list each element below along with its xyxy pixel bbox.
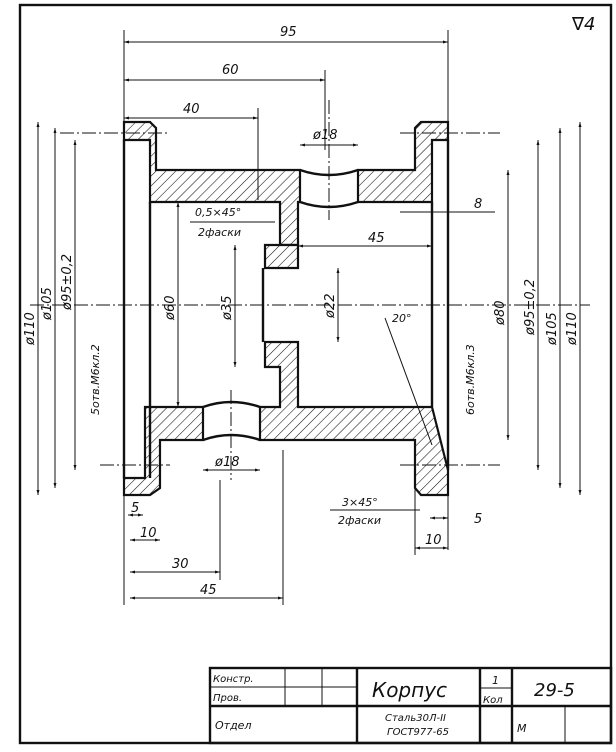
note-holes-left: 5отв.М6кл.2 bbox=[89, 344, 102, 415]
dim-left-d95: ø95±0,2 bbox=[60, 254, 75, 311]
material-line2: ГОСТ977-65 bbox=[387, 727, 449, 738]
dim-right-d95: ø95±0,2 bbox=[523, 279, 538, 336]
dim-angle: 20° bbox=[392, 312, 412, 325]
part-name: Корпус bbox=[372, 678, 447, 702]
material-line1: Сталь30Л-II bbox=[385, 713, 446, 724]
checker-label: Пров. bbox=[213, 693, 242, 704]
dim-8: 8 bbox=[474, 197, 482, 212]
dim-d35: ø35 bbox=[220, 296, 235, 322]
dim-right-d105: ø105 bbox=[545, 312, 560, 346]
note-chamfer-large-count: 2фаски bbox=[338, 514, 381, 527]
department-label: Отдел bbox=[215, 719, 251, 732]
dim-right-5: 5 bbox=[474, 512, 482, 527]
dim-45-inner: 45 bbox=[368, 231, 385, 246]
drawing-number: 29-5 bbox=[534, 680, 575, 701]
center-lines bbox=[30, 100, 590, 480]
scale-label: М bbox=[517, 722, 527, 735]
surface-finish-mark: ∇4 bbox=[571, 14, 596, 35]
dim-right-d110: ø110 bbox=[565, 312, 580, 346]
note-chamfer-small-count: 2фаски bbox=[198, 226, 241, 239]
dim-right-10: 10 bbox=[425, 533, 442, 548]
dim-left-10: 10 bbox=[140, 526, 157, 541]
drawing-frame bbox=[18, 3, 613, 745]
note-holes-right: 6отв.М6кл.3 bbox=[464, 344, 477, 415]
dim-d22: ø22 bbox=[323, 294, 338, 320]
title-block: Констр. Пров. Отдел Корпус 1 Кол 29-5 Ст… bbox=[208, 666, 613, 745]
designer-label: Констр. bbox=[213, 674, 254, 685]
note-chamfer-small: 0,5×45° bbox=[195, 206, 241, 219]
dim-right-d80: ø80 bbox=[493, 301, 508, 327]
dim-60: 60 bbox=[222, 63, 239, 78]
dimension-labels: 95 60 40 ø18 ø18 ø110 ø105 ø95±0,2 ø60 ø… bbox=[23, 25, 580, 598]
note-chamfer-large: 3×45° bbox=[342, 496, 378, 509]
dim-left-5: 5 bbox=[131, 501, 139, 516]
quantity-label: Кол bbox=[483, 695, 503, 706]
dim-left-d110: ø110 bbox=[23, 312, 38, 346]
dim-95: 95 bbox=[280, 25, 297, 40]
dim-left-30: 30 bbox=[172, 557, 189, 572]
dim-hole-top: ø18 bbox=[312, 128, 338, 143]
quantity: 1 bbox=[492, 674, 499, 687]
dim-hole-bottom: ø18 bbox=[214, 455, 240, 470]
dim-left-45: 45 bbox=[200, 583, 217, 598]
dim-left-d105: ø105 bbox=[40, 287, 55, 321]
dim-40: 40 bbox=[183, 102, 200, 117]
dim-d60: ø60 bbox=[163, 296, 178, 322]
dimension-lines bbox=[36, 30, 582, 605]
